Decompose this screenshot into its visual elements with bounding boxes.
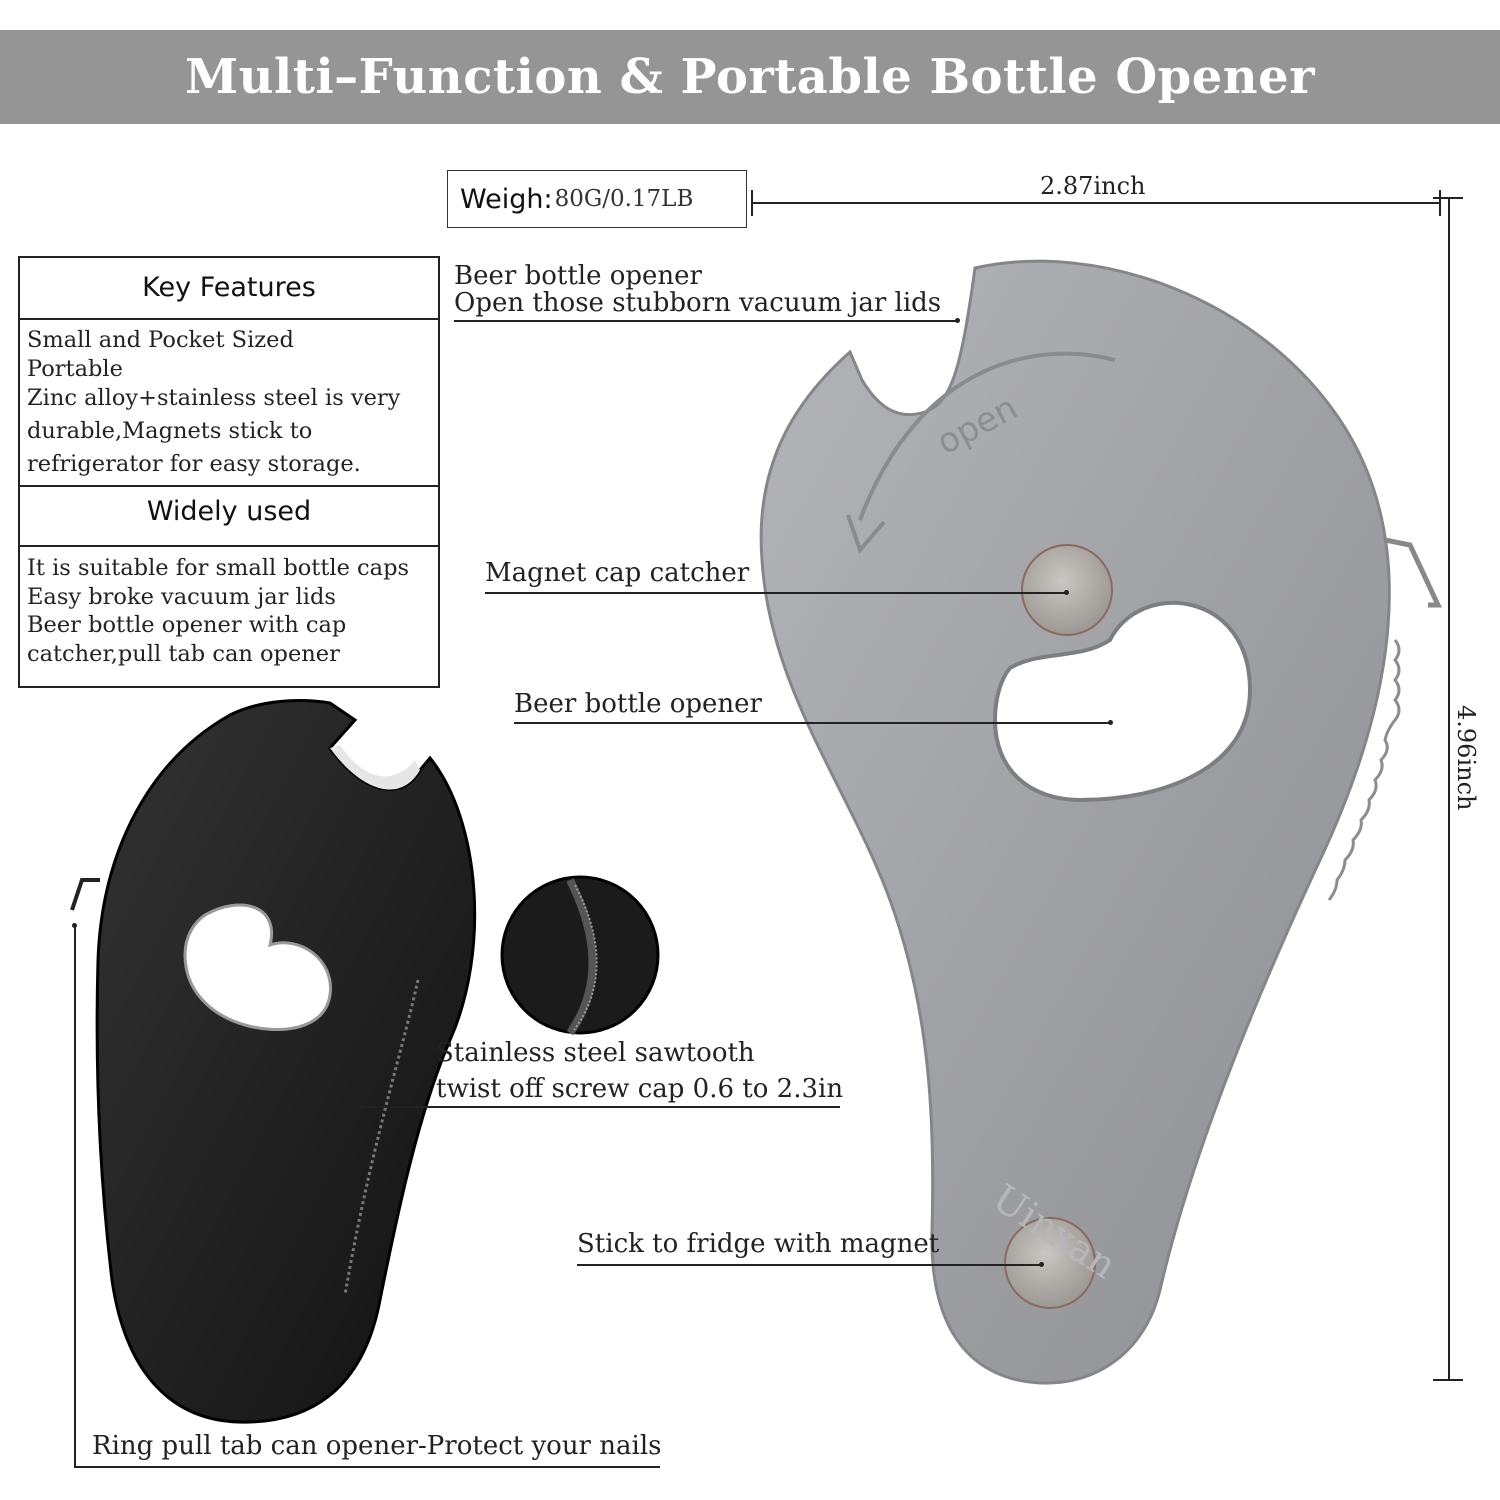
- callout-underline: [514, 722, 1112, 724]
- feature-line: Zinc alloy+stainless steel is very: [27, 385, 401, 411]
- weight-value: 80G/0.17LB: [554, 186, 694, 212]
- dimension-lines: [751, 190, 1463, 1381]
- callout-dot: [955, 318, 960, 323]
- callout-sawtooth-line1: Stainless steel sawtooth: [436, 1038, 755, 1068]
- callout-magnet-cap: Magnet cap catcher: [485, 558, 750, 588]
- widely-used-heading: Widely used: [146, 496, 312, 527]
- callout-fridge: Stick to fridge with magnet: [577, 1229, 940, 1259]
- callout-dot: [1108, 720, 1113, 725]
- silver-opener: [759, 259, 1442, 1385]
- feature-line: Small and Pocket Sized: [27, 327, 294, 353]
- callout-dot: [1039, 1262, 1044, 1267]
- callout-beer-opener: Beer bottle opener: [514, 689, 762, 719]
- page-title: Multi–Function & Portable Bottle Opener: [185, 49, 1315, 105]
- callout-ring-pull: Ring pull tab can opener-Protect your na…: [92, 1431, 662, 1461]
- feature-line: Portable: [27, 356, 123, 382]
- width-dimension: 2.87inch: [1040, 172, 1146, 200]
- usage-line: Beer bottle opener with cap: [27, 612, 347, 638]
- divider: [20, 318, 438, 320]
- usage-line: It is suitable for small bottle caps: [27, 555, 410, 581]
- callout-underline: [454, 320, 959, 322]
- weight-box: Weigh: 80G/0.17LB: [447, 170, 747, 228]
- feature-line: durable,Magnets stick to: [27, 418, 313, 444]
- title-banner: Multi–Function & Portable Bottle Opener: [0, 30, 1500, 124]
- callout-jar-line1: Beer bottle opener: [454, 261, 702, 291]
- weight-label: Weigh:: [460, 183, 553, 215]
- callout-jar-line2: Open those stubborn vacuum jar lids: [454, 288, 942, 318]
- usage-line: catcher,pull tab can opener: [27, 640, 340, 667]
- callout-underline: [362, 1106, 840, 1108]
- divider: [20, 485, 438, 487]
- widely-used-list: It is suitable for small bottle caps Eas…: [27, 554, 432, 668]
- callout-leader: [74, 926, 76, 1467]
- height-dimension: 4.96inch: [1452, 705, 1480, 811]
- callout-underline: [485, 592, 1068, 594]
- key-features-list: Small and Pocket Sized Portable Zinc all…: [27, 326, 432, 479]
- sawtooth-zoom: [500, 875, 660, 1036]
- key-features-heading: Key Features: [142, 272, 316, 303]
- features-table: Key Features Small and Pocket Sized Port…: [18, 256, 440, 688]
- callout-underline: [577, 1264, 1042, 1266]
- callout-dot: [1064, 590, 1069, 595]
- divider: [20, 545, 438, 547]
- black-opener: [70, 699, 477, 1424]
- callout-dot: [359, 1104, 364, 1109]
- usage-line: Easy broke vacuum jar lids: [27, 583, 336, 610]
- callout-sawtooth-line2: twist off screw cap 0.6 to 2.3in: [436, 1074, 844, 1104]
- feature-line: refrigerator for easy storage.: [27, 451, 361, 477]
- callout-underline: [74, 1466, 660, 1468]
- callout-dot: [72, 923, 77, 928]
